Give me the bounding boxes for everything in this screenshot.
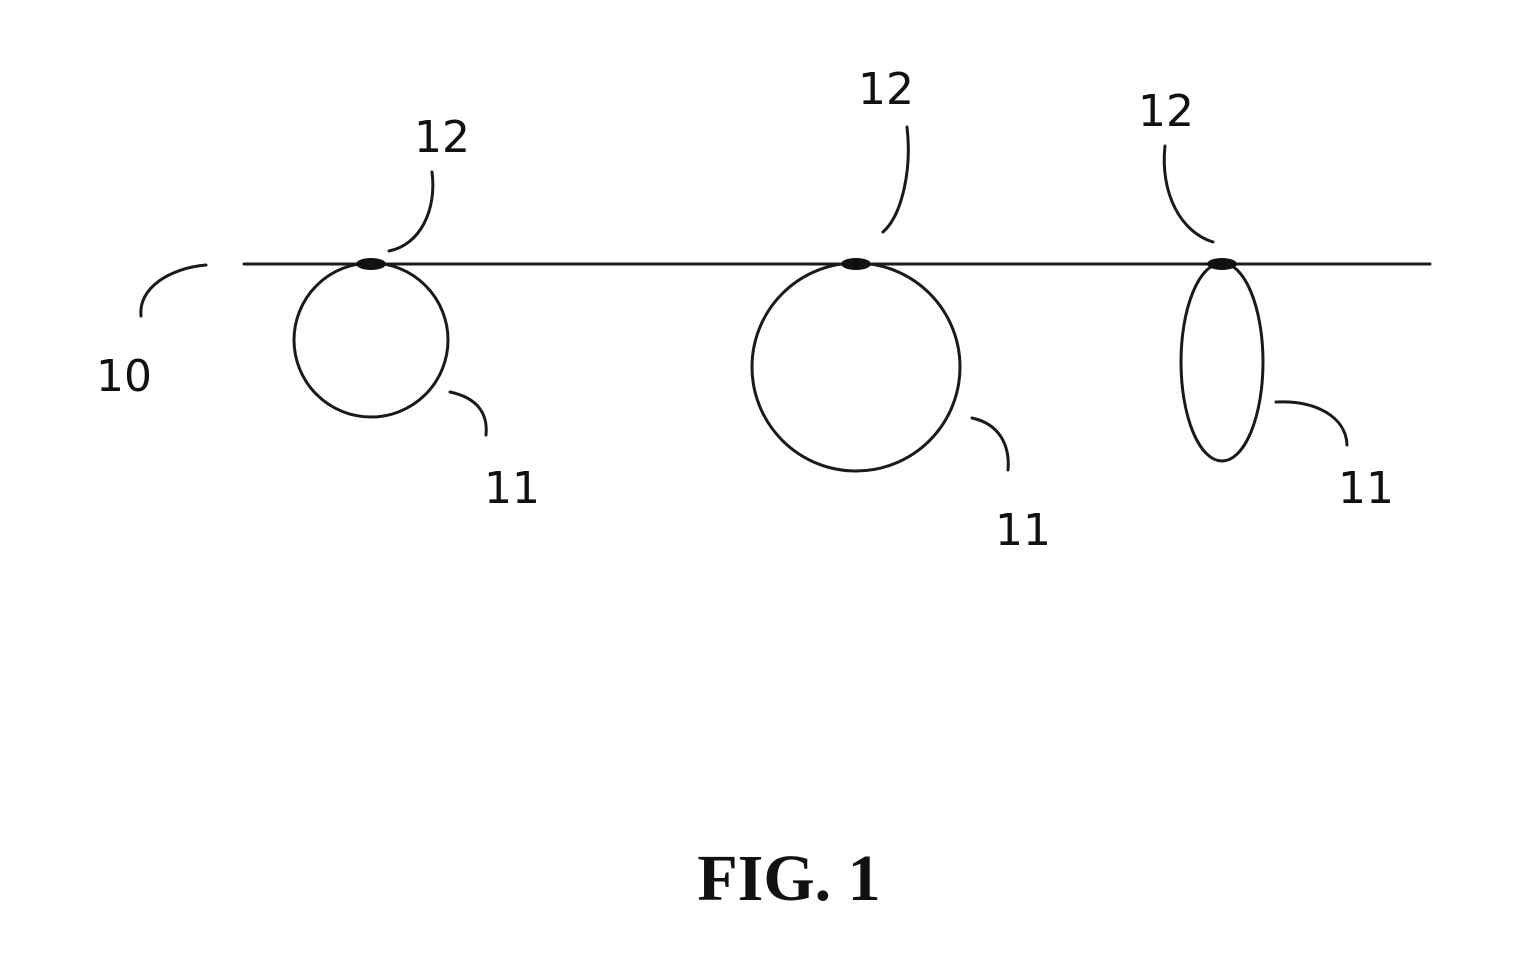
node-right bbox=[1207, 258, 1237, 270]
label-12-right: 12 bbox=[1138, 86, 1194, 137]
node-middle bbox=[841, 258, 871, 270]
leader-line-11-right bbox=[1276, 402, 1347, 445]
leader-line-12-left bbox=[389, 172, 433, 251]
label-12-left: 12 bbox=[414, 112, 470, 163]
label-10: 10 bbox=[96, 351, 152, 402]
figure-caption: FIG. 1 bbox=[697, 842, 880, 915]
leader-line-11-middle bbox=[972, 418, 1008, 470]
loop-middle bbox=[752, 263, 960, 471]
leader-line-12-middle bbox=[883, 127, 908, 232]
label-11-left: 11 bbox=[484, 463, 540, 514]
label-11-right: 11 bbox=[1338, 463, 1394, 514]
leader-line-12-right bbox=[1164, 146, 1213, 242]
leader-line-11-left bbox=[450, 392, 486, 435]
loop-right bbox=[1181, 263, 1263, 461]
node-left bbox=[356, 258, 386, 270]
label-11-middle: 11 bbox=[995, 505, 1051, 556]
leader-line-10 bbox=[141, 265, 206, 316]
label-12-middle: 12 bbox=[858, 64, 914, 115]
loop-left bbox=[294, 263, 448, 417]
